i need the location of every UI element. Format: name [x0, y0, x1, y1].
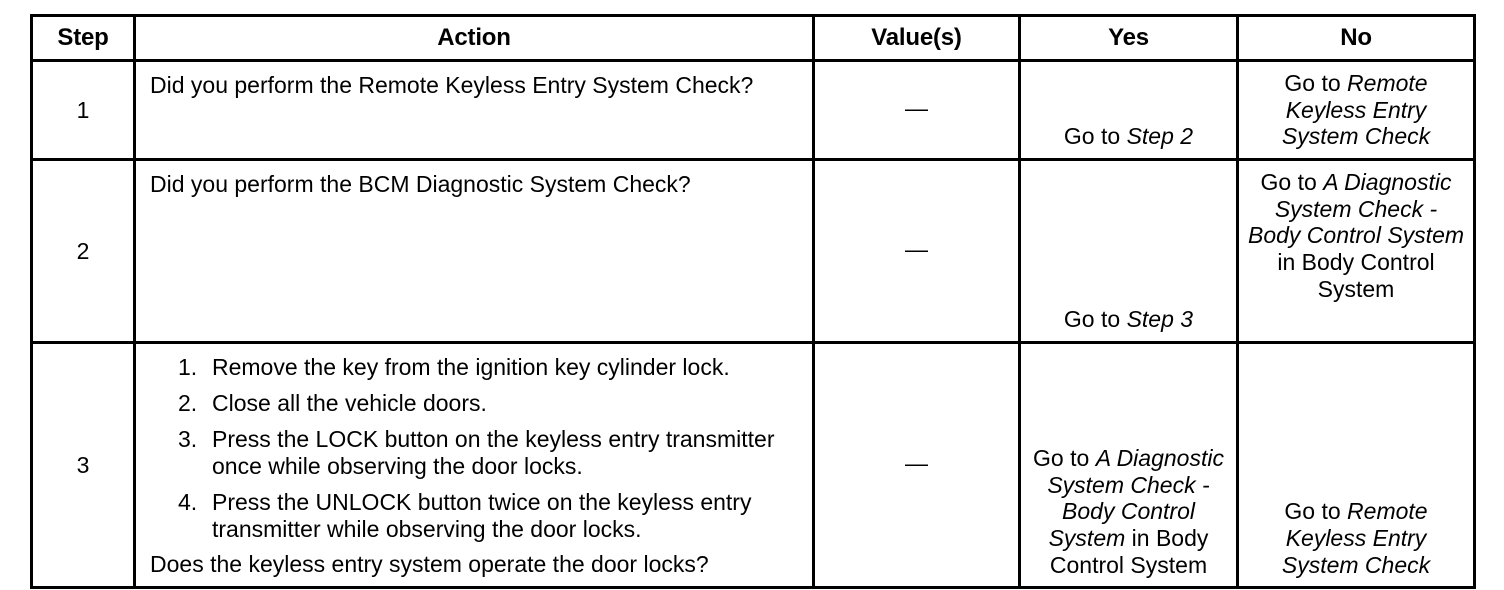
- action-step-number: 3.: [178, 425, 198, 452]
- action-step-number: 4.: [178, 488, 198, 515]
- action-step-text: Press the UNLOCK button twice on the key…: [212, 488, 752, 542]
- action-step-item: 3. Press the LOCK button on the keyless e…: [150, 426, 800, 480]
- action-step-number: 1.: [178, 354, 198, 381]
- header-row: Step Action Value(s) Yes No: [30, 14, 1476, 62]
- action-question: Did you perform the Remote Keyless Entry…: [150, 72, 754, 98]
- no-branch-cell: Go to A Diagnostic System Check - Body C…: [1236, 158, 1476, 345]
- column-header-no: No: [1236, 14, 1476, 62]
- action-step-item: 2. Close all the vehicle doors.: [150, 390, 800, 417]
- no-branch-cell: Go to Remote Keyless Entry System Check: [1236, 341, 1476, 590]
- value-dash: —: [905, 235, 928, 262]
- branch-text-plain: Go to: [1284, 70, 1348, 96]
- step-number: 3: [76, 451, 90, 478]
- table-body: 1 Did you perform the Remote Keyless Entr…: [30, 58, 1476, 590]
- step-number: 2: [76, 237, 90, 264]
- no-branch-cell: Go to Remote Keyless Entry System Check: [1236, 58, 1476, 162]
- branch-reference-italic: Step 3: [1126, 306, 1194, 333]
- table-row: 1 Did you perform the Remote Keyless Entr…: [30, 58, 1476, 162]
- value-cell: —: [812, 341, 1021, 590]
- value-dash: —: [905, 94, 928, 121]
- action-cell: Did you perform the Remote Keyless Entry…: [133, 58, 815, 162]
- branch-instruction: Go to Step 2: [1028, 123, 1229, 150]
- branch-reference-italic: Step 2: [1126, 123, 1194, 150]
- step-number-cell: 3: [30, 341, 136, 590]
- branch-text-plain: in Body Control System: [1049, 525, 1209, 578]
- action-step-text: Press the LOCK button on the keyless ent…: [212, 425, 775, 479]
- branch-text-plain: Go to: [1260, 169, 1324, 196]
- step-number: 1: [76, 96, 90, 123]
- branch-instruction: Go to Remote Keyless Entry System Check: [1246, 498, 1466, 578]
- table-row: 3 1. Remove the key from the ignition key …: [30, 341, 1476, 590]
- value-dash: —: [905, 449, 928, 476]
- branch-text-plain: Go to: [1284, 498, 1348, 525]
- branch-instruction: Go to A Diagnostic System Check - Body C…: [1028, 445, 1229, 578]
- branch-instruction: Go to Remote Keyless Entry System Check: [1246, 70, 1466, 150]
- action-step-item: 4. Press the UNLOCK button twice on the k…: [150, 489, 800, 543]
- action-step-item: 1. Remove the key from the ignition key c…: [150, 354, 800, 381]
- column-header-step: Step: [30, 14, 136, 62]
- action-question: Did you perform the BCM Diagnostic Syste…: [150, 171, 691, 198]
- table-header: Step Action Value(s) Yes No: [30, 14, 1476, 62]
- column-header-value: Value(s): [812, 14, 1021, 62]
- action-cell: 1. Remove the key from the ignition key c…: [133, 341, 815, 590]
- branch-text-plain: in Body Control System: [1277, 249, 1435, 302]
- action-step-list: 1. Remove the key from the ignition key c…: [150, 354, 800, 542]
- yes-branch-cell: Go to Step 3: [1018, 158, 1239, 345]
- branch-reference-italic: A Diagnostic System Check - Body Control…: [1047, 445, 1224, 552]
- action-step-text: Close all the vehicle doors.: [212, 389, 487, 416]
- value-cell: —: [812, 158, 1021, 345]
- column-header-action: Action: [133, 14, 815, 62]
- branch-instruction: Go to Step 3: [1028, 306, 1229, 333]
- action-cell: Did you perform the BCM Diagnostic Syste…: [133, 158, 815, 345]
- branch-text-plain: Go to: [1063, 123, 1127, 150]
- branch-instruction: Go to A Diagnostic System Check - Body C…: [1246, 169, 1466, 302]
- action-step-number: 2.: [178, 389, 198, 416]
- branch-text-plain: Go to: [1033, 445, 1096, 471]
- yes-branch-cell: Go to Step 2: [1018, 58, 1239, 162]
- branch-reference-italic: Remote Keyless Entry System Check: [1281, 498, 1431, 578]
- step-number-cell: 2: [30, 158, 136, 345]
- table-row: 2 Did you perform the BCM Diagnostic Syst…: [30, 158, 1476, 345]
- branch-text-plain: Go to: [1063, 306, 1127, 333]
- value-cell: —: [812, 58, 1021, 162]
- action-question: Does the keyless entry system operate th…: [150, 551, 709, 578]
- action-step-text: Remove the key from the ignition key cyl…: [212, 354, 730, 381]
- column-header-yes: Yes: [1018, 14, 1239, 62]
- branch-reference-italic: A Diagnostic System Check - Body Control…: [1247, 169, 1465, 249]
- step-number-cell: 1: [30, 58, 136, 162]
- branch-reference-italic: Remote Keyless Entry System Check: [1281, 70, 1431, 150]
- yes-branch-cell: Go to A Diagnostic System Check - Body C…: [1018, 341, 1239, 590]
